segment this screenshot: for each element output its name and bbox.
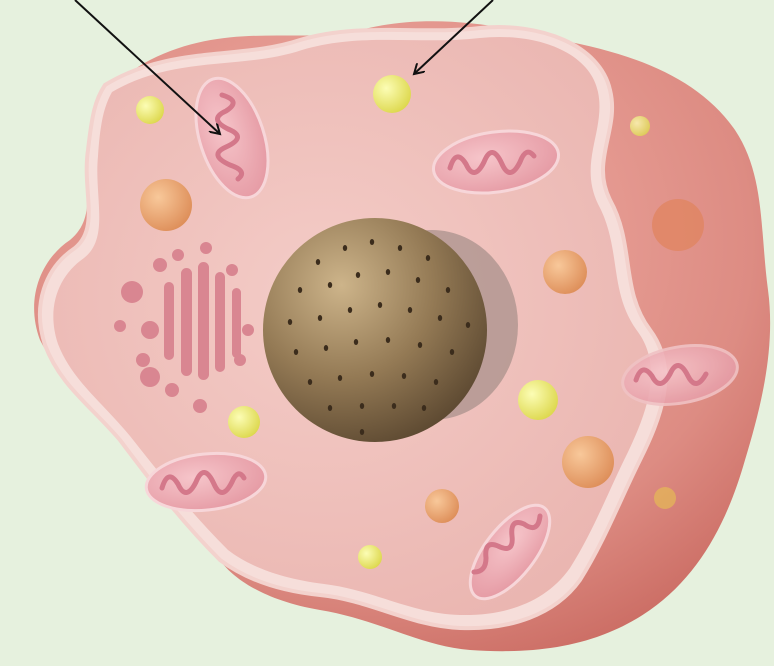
nucleus — [263, 218, 487, 442]
